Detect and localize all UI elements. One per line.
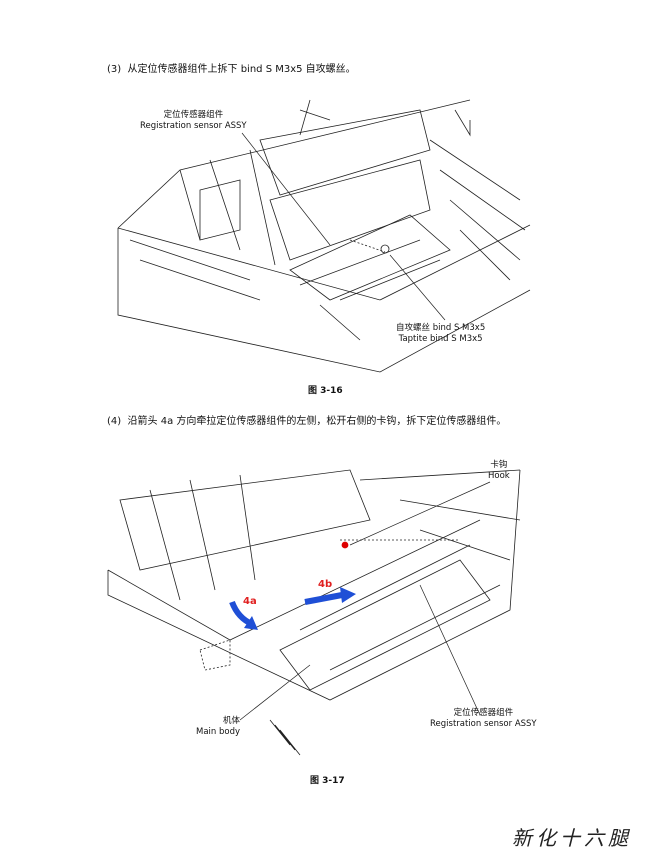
label-cn: 自攻螺丝 bind S M3x5 — [396, 323, 486, 333]
arrow-4b-label: 4b — [318, 579, 333, 590]
signature: 新化十六腿 — [512, 826, 632, 850]
printer-line-art-2 — [107, 469, 521, 756]
label-en: Registration sensor ASSY — [140, 121, 247, 131]
figure-caption-3-17: 图 3-17 — [310, 776, 345, 786]
step-text: 从定位传感器组件上拆下 bind S M3x5 自攻螺丝。 — [127, 64, 356, 75]
label-cn: 机体 — [223, 716, 241, 726]
arrow-4a-label: 4a — [243, 596, 257, 607]
step-4: (4) 沿箭头 4a 方向牵拉定位传感器组件的左侧，松开右侧的卡钩，拆下定位传感… — [107, 412, 506, 427]
label-registration-sensor-2: 定位传感器组件 Registration sensor ASSY — [430, 708, 537, 730]
label-cn: 定位传感器组件 — [453, 708, 514, 718]
leader-lines-2 — [239, 481, 491, 721]
step-3: (3) 从定位传感器组件上拆下 bind S M3x5 自攻螺丝。 — [107, 60, 356, 75]
label-cn: 卡钩 — [490, 460, 508, 470]
label-main-body: 机体 Main body — [196, 716, 240, 738]
step-text: 沿箭头 4a 方向牵拉定位传感器组件的左侧，松开右侧的卡钩，拆下定位传感器组件。 — [127, 416, 507, 427]
arrow-4b — [304, 587, 356, 605]
label-en: Hook — [488, 471, 510, 481]
label-screw: 自攻螺丝 bind S M3x5 Taptite bind S M3x5 — [396, 323, 485, 345]
label-en: Taptite bind S M3x5 — [398, 334, 483, 344]
label-registration-sensor-1: 定位传感器组件 Registration sensor ASSY — [140, 110, 247, 132]
leader-lines-1 — [241, 132, 446, 321]
figure-caption-3-16: 图 3-16 — [308, 386, 343, 396]
printer-line-art-1 — [117, 99, 531, 373]
label-hook: 卡钩 Hook — [488, 460, 510, 482]
label-cn: 定位传感器组件 — [163, 110, 224, 120]
step-number: (4) — [107, 416, 122, 427]
label-en: Registration sensor ASSY — [430, 719, 537, 729]
arrow-4a — [229, 600, 258, 630]
step-number: (3) — [107, 64, 122, 75]
label-en: Main body — [196, 727, 241, 737]
